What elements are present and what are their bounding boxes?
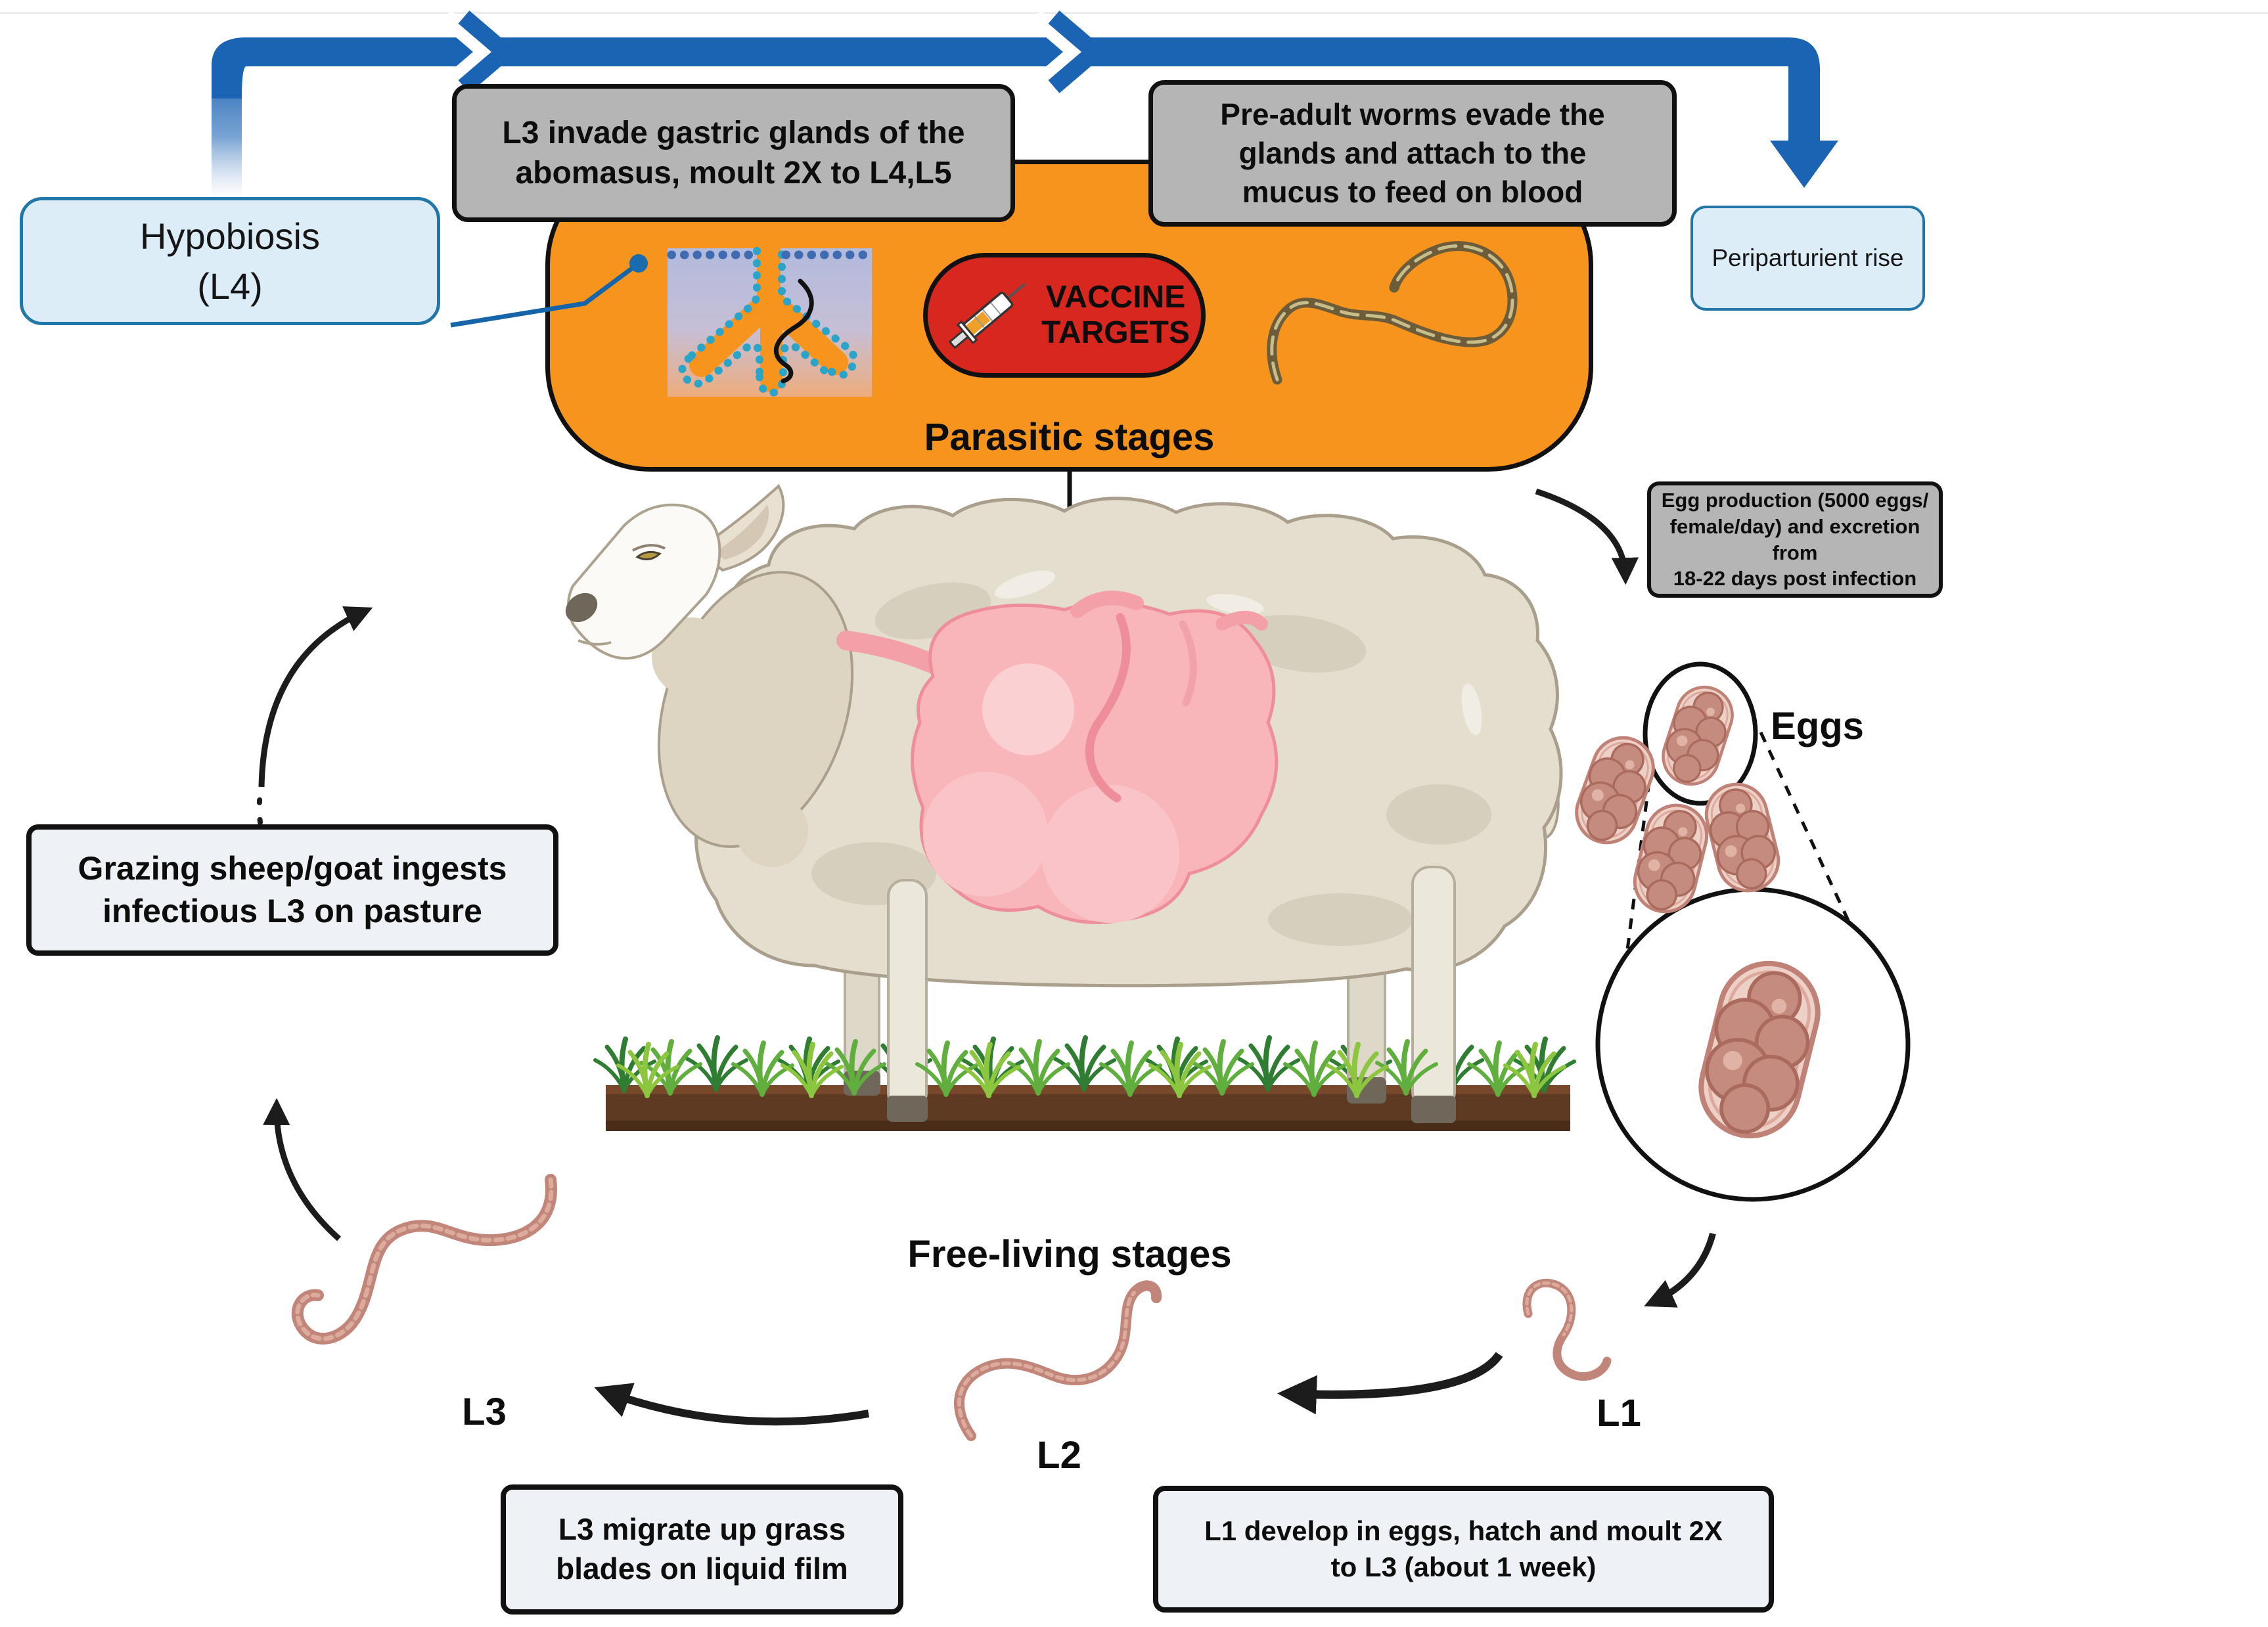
syringe-icon bbox=[948, 282, 1026, 349]
arrow-l3-to-grazing bbox=[263, 1098, 342, 1241]
hypobiosis-connector bbox=[450, 254, 648, 328]
section-label-free-living-stages: Free-living stages bbox=[907, 1232, 1232, 1276]
vaccine-targets-badge: VACCINE TARGETS bbox=[923, 253, 1206, 378]
arrow-parasitic-to-eggs bbox=[1535, 488, 1639, 585]
egg-loose-3 bbox=[1700, 778, 1785, 897]
abomasum-illustration bbox=[836, 591, 1279, 924]
page-top-rule bbox=[0, 12, 2268, 14]
arrow-eggcircle-to-l1 bbox=[1644, 1232, 1716, 1308]
l1-worm bbox=[1522, 1278, 1612, 1381]
arrow-grazing-to-sheep bbox=[258, 606, 373, 788]
vaccine-targets-label: VACCINE TARGETS bbox=[1041, 280, 1190, 350]
callout-grazing: Grazing sheep/goat ingests infectious L3… bbox=[26, 824, 558, 956]
callout-l3-migrate: L3 migrate up grass blades on liquid fil… bbox=[501, 1484, 903, 1615]
stage-label-l3: L3 bbox=[462, 1390, 507, 1433]
state-box-periparturient: Periparturient rise bbox=[1690, 206, 1925, 311]
callout-pre-adult: Pre-adult worms evade the glands and att… bbox=[1148, 80, 1677, 227]
pasture-ground bbox=[595, 1038, 1574, 1131]
arrow-grazing-tail-dots bbox=[256, 790, 263, 825]
arrow-l2-to-l3 bbox=[594, 1383, 870, 1426]
callout-l3-invade: L3 invade gastric glands of the abomasus… bbox=[452, 84, 1015, 222]
arrow-l1-to-l2 bbox=[1277, 1352, 1503, 1415]
callout-l1-develop: L1 develop in eggs, hatch and moult 2X t… bbox=[1153, 1486, 1774, 1613]
adult-worm-illustration bbox=[1267, 241, 1518, 385]
egg-magnification bbox=[1568, 661, 1911, 1202]
callout-egg-production: Egg production (5000 eggs/ female/day) a… bbox=[1647, 481, 1943, 598]
section-label-parasitic-stages: Parasitic stages bbox=[924, 415, 1215, 458]
cycle-arrows bbox=[256, 488, 1716, 1426]
stage-label-l1: L1 bbox=[1597, 1391, 1641, 1435]
sheep-illustration bbox=[565, 483, 1563, 1123]
larval-worms bbox=[291, 1174, 1612, 1441]
stage-label-l2: L2 bbox=[1037, 1433, 1081, 1477]
state-box-hypobiosis: Hypobiosis (L4) bbox=[20, 197, 440, 325]
l2-worm bbox=[954, 1280, 1162, 1441]
gland-worm-squiggle bbox=[773, 279, 814, 384]
stage-label-eggs: Eggs bbox=[1771, 704, 1864, 747]
flow-arrow-chevrons bbox=[440, 11, 1108, 93]
l3-worm bbox=[291, 1174, 557, 1345]
gastric-gland-illustration bbox=[667, 238, 872, 397]
